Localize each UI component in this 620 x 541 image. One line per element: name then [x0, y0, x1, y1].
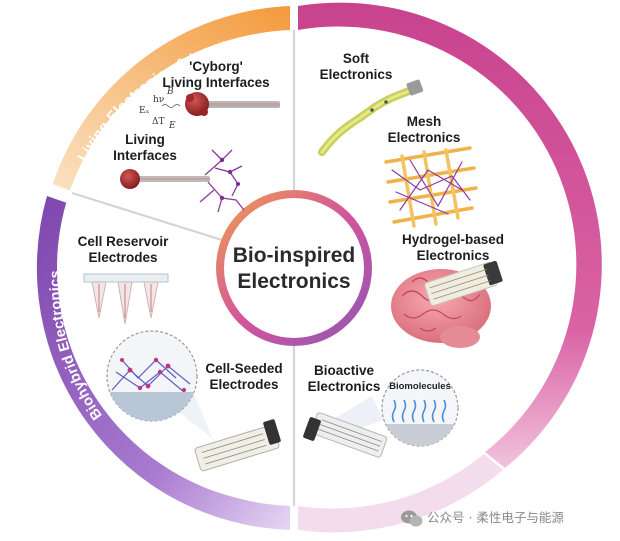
- center-title-line2: Electronics: [237, 270, 350, 293]
- cell-reservoir-label-line1: Cell Reservoir: [78, 234, 170, 249]
- cell-reservoir-label-line2: Electrodes: [88, 250, 157, 265]
- cyborg-device-icon: [185, 92, 280, 116]
- cell-reservoir-group: Cell Reservoir Electrodes: [78, 234, 170, 325]
- ring-bottom-fade: [298, 454, 503, 533]
- living-interfaces-icon: [120, 149, 245, 213]
- stimulus-symbols: hν B Eₓ ΔT E: [139, 87, 181, 131]
- cyborg-interfaces-group: 'Cyborg' Living Interfaces hν B Eₓ ΔT E …: [113, 59, 280, 213]
- svg-text:E: E: [168, 121, 176, 131]
- mesh-electronics-icon: [384, 146, 478, 228]
- wechat-icon: [401, 510, 423, 527]
- mesh-electronics-group: Mesh Electronics: [384, 114, 478, 228]
- svg-text:ΔT: ΔT: [152, 117, 165, 127]
- biomolecules-zoom: Biomolecules: [381, 369, 459, 447]
- soft-electronics-icon: [318, 79, 424, 156]
- svg-text:Eₓ: Eₓ: [139, 106, 150, 116]
- ring-sector-living: [52, 6, 290, 192]
- center-title-line1: Bio-inspired: [233, 244, 356, 267]
- soft-label-line1: Soft: [343, 51, 370, 66]
- hydrogel-device-icon: [424, 260, 503, 306]
- svg-text:hν: hν: [153, 95, 164, 105]
- mesh-label-line2: Electronics: [388, 130, 461, 145]
- watermark: 公众号 · 柔性电子与能源: [401, 510, 564, 527]
- cell-reservoir-icon: [83, 273, 169, 325]
- cell-seeded-label-line2: Electrodes: [209, 377, 278, 392]
- svg-text:B: B: [166, 87, 174, 97]
- bioactive-device-icon: [303, 396, 388, 458]
- center-badge: Bio-inspired Electronics: [216, 190, 372, 346]
- hydrogel-label-line1: Hydrogel-based: [402, 232, 504, 247]
- living-interfaces-label-line2: Interfaces: [113, 148, 177, 163]
- biomolecules-label: Biomolecules: [389, 381, 451, 392]
- watermark-text: 公众号 · 柔性电子与能源: [427, 510, 564, 525]
- hydrogel-electronics-group: Hydrogel-based Electronics: [391, 232, 504, 348]
- cyborg-label-line2: Living Interfaces: [162, 75, 269, 90]
- cell-seeded-device-icon: [194, 419, 281, 472]
- cyborg-label-line1: 'Cyborg': [189, 59, 243, 74]
- soft-electronics-group: Soft Electronics: [318, 51, 424, 156]
- living-interfaces-label-line1: Living: [125, 132, 165, 147]
- mesh-label-line1: Mesh: [407, 114, 442, 129]
- bioactive-label-line2: Electronics: [308, 379, 381, 394]
- bioactive-label-line1: Bioactive: [314, 363, 375, 378]
- hydrogel-label-line2: Electronics: [417, 248, 490, 263]
- soft-label-line2: Electronics: [320, 67, 393, 82]
- cell-seeded-label-line1: Cell-Seeded: [205, 361, 282, 376]
- bioactive-electronics-group: Bioactive Electronics Biomolecules: [303, 363, 459, 458]
- section-dividers: [71, 30, 296, 506]
